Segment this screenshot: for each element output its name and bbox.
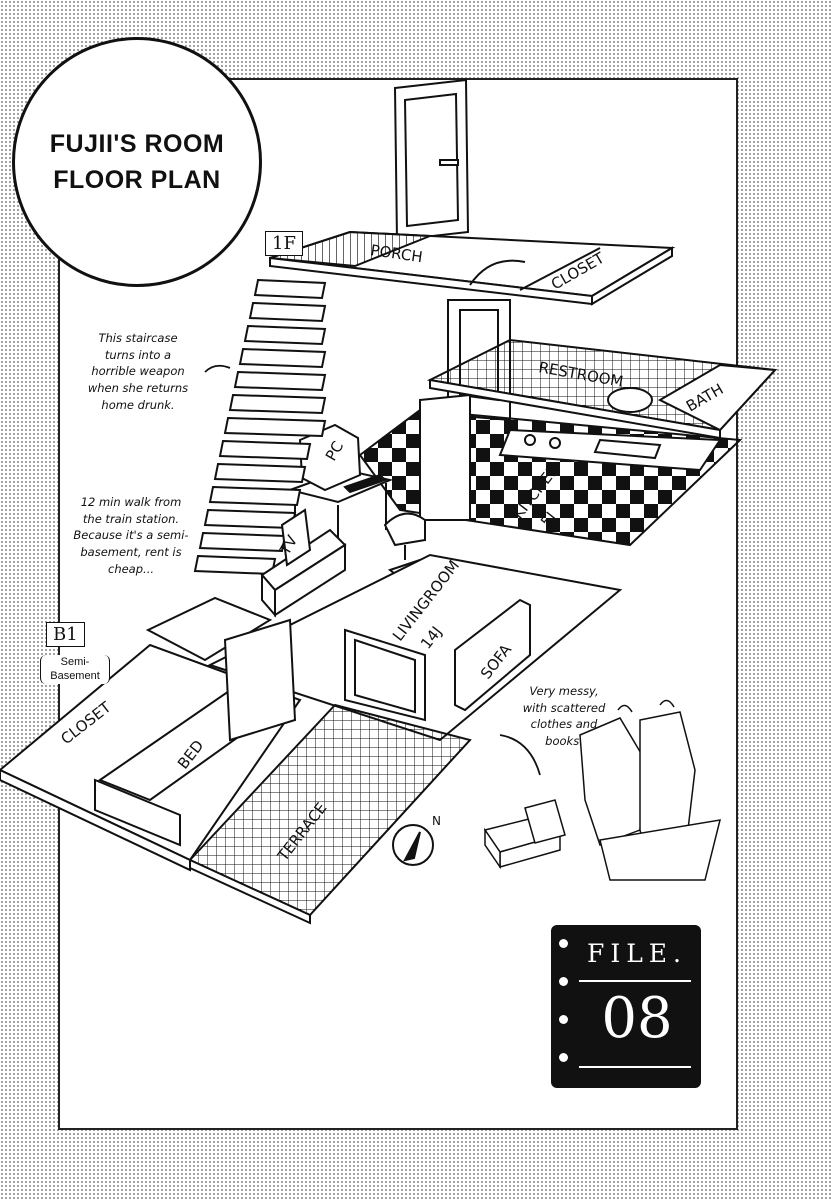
staircase (145, 278, 327, 662)
floor-tag-b1: B1 (46, 622, 85, 647)
arrow-icon (499, 734, 541, 776)
rent-note-line: Because it's a semi- (73, 528, 189, 543)
livingroom-floor (207, 553, 623, 742)
staircase-note-line: turns into a (104, 347, 172, 362)
messy-note-line: Very messy, (529, 684, 599, 698)
file-card: FILE. 08 (551, 925, 701, 1088)
messy-note: Very messy, with scattered clothes and b… (508, 683, 620, 750)
messy-note-line: with scattered (522, 700, 606, 715)
rent-note-line: cheap... (108, 561, 154, 576)
restroom-bath-strip (426, 338, 778, 440)
arrow-icon (204, 364, 231, 373)
messy-note-line: clothes and (530, 717, 598, 732)
semi-basement-line-1: Semi- (60, 656, 90, 668)
label-compass-north: N (432, 814, 441, 828)
staircase-note-line: horrible weapon (91, 364, 185, 379)
file-label: FILE. (586, 939, 688, 968)
scattered-books-icon (483, 799, 566, 870)
staircase-note: This staircase turns into a horrible wea… (78, 330, 198, 413)
staircase-note-line: This staircase (98, 331, 178, 345)
tv-stand (260, 508, 347, 618)
upper-floor-slab (269, 230, 676, 306)
scattered-clothes-icon (579, 699, 722, 881)
floor-tag-1f: 1F (265, 231, 303, 256)
rent-note: 12 min walk from the train station. Beca… (64, 494, 198, 577)
film-holes (559, 939, 568, 1091)
title-line-1: FUJII'S ROOM (49, 129, 225, 158)
staircase-note-line: home drunk. (101, 397, 175, 412)
rent-note-line: 12 min walk from (80, 495, 182, 509)
rent-note-line: basement, rent is (80, 545, 182, 560)
messy-note-line: books. (545, 734, 583, 749)
semi-basement-line-2: Basement (50, 670, 100, 683)
title-badge: FUJII'S ROOM FLOOR PLAN (12, 37, 262, 287)
staircase-note-line: when she returns (87, 381, 189, 396)
semi-basement-note: Semi- Basement (40, 655, 110, 684)
kitchen-floor (358, 393, 743, 547)
file-number: 08 (601, 986, 673, 1051)
title-line-2: FLOOR PLAN (53, 166, 221, 194)
front-door (393, 78, 470, 242)
rent-note-line: the train station. (82, 511, 180, 526)
compass-icon (392, 824, 434, 866)
basement-slab (0, 618, 472, 925)
